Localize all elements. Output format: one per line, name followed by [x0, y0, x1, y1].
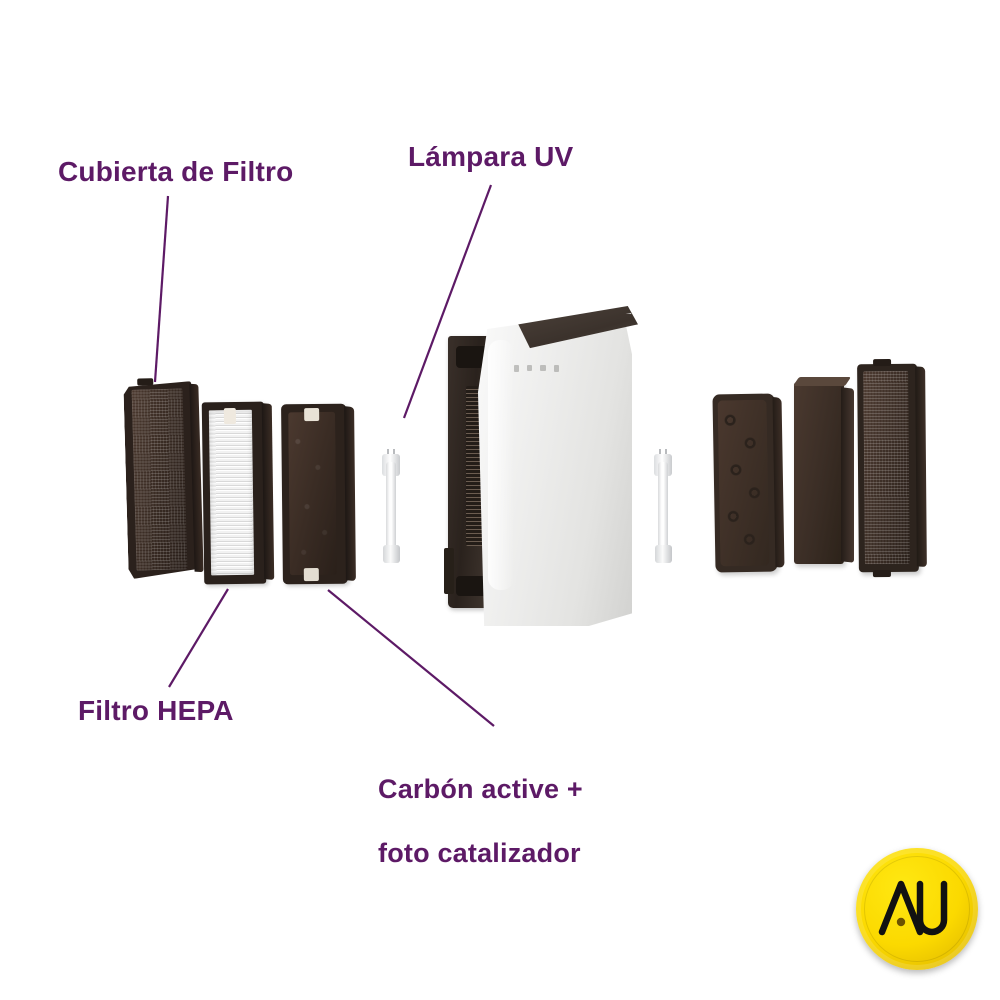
filter-cover-tab: [137, 378, 154, 386]
callout-label-carbon-line-1: Carbón active +: [378, 773, 583, 804]
right-filter-textured-edge: [772, 397, 785, 568]
uv-lamp-tube-right: [658, 462, 668, 550]
right-filter-textured-media: [717, 399, 770, 567]
right-filter-solid-edge: [841, 387, 854, 563]
leader-line-hepa: [168, 588, 229, 688]
purifier-cavity-rib: [444, 548, 454, 594]
right-filter-mesh-tab-top: [873, 358, 892, 367]
filter-cover-mesh: [131, 388, 187, 570]
callout-label-hepa-filter: Filtro HEPA: [78, 695, 234, 726]
uv-lamp-pins-left: [385, 449, 397, 456]
part-filter-cover: [123, 378, 204, 579]
filter-cover-body: [123, 381, 196, 579]
part-uv-lamp-right: [652, 448, 674, 563]
right-filter-mesh-media: [863, 370, 910, 565]
callout-label-uv-lamp: Lámpara UV: [408, 141, 574, 172]
uv-lamp-pins-right: [657, 449, 669, 456]
carbon-side-edge: [344, 406, 356, 582]
callout-label-filter-cover: Cubierta de Filtro: [58, 156, 294, 187]
hepa-side-edge: [261, 403, 275, 580]
logo-coin-ring: [864, 856, 970, 962]
right-filter-mesh-frame: [857, 363, 919, 573]
leader-line-filter-cover: [153, 195, 170, 383]
carbon-media: [288, 411, 337, 576]
right-filter-mesh-tab-bottom: [872, 569, 891, 578]
right-filter-solid-top: [792, 377, 852, 386]
part-right-filter-solid: [792, 377, 854, 564]
part-hepa-filter: [201, 401, 275, 585]
hepa-pleated-media: [208, 409, 255, 576]
brand-logo[interactable]: [856, 848, 978, 970]
uv-lamp-cap-bottom-left: [383, 545, 400, 563]
right-filter-solid-face: [794, 382, 844, 564]
callout-label-carbon-photocatalyst: Carbón active + foto catalizador: [378, 742, 583, 901]
carbon-pull-tab-top: [304, 407, 320, 422]
uv-lamp-cap-bottom-right: [655, 545, 672, 563]
control-icon-power: [514, 364, 519, 372]
control-icon-speed: [527, 365, 532, 371]
control-icon-mode: [554, 364, 559, 372]
purifier-control-panel: [514, 362, 570, 374]
purifier-shell-highlight: [488, 340, 514, 590]
uv-lamp-tube-left: [386, 462, 396, 550]
part-right-filter-mesh: [857, 358, 927, 578]
part-carbon-filter: [281, 403, 356, 585]
purifier-cavity-notch-bottom: [456, 576, 488, 596]
part-right-filter-textured: [712, 393, 785, 573]
hepa-frame: [201, 401, 267, 585]
hepa-pull-tab: [223, 407, 237, 425]
part-uv-lamp-left: [380, 448, 402, 563]
part-air-purifier-body: [444, 286, 640, 626]
purifier-front-shell: [478, 310, 632, 626]
purifier-cavity-notch-top: [456, 346, 490, 368]
control-icon-timer: [540, 365, 546, 371]
right-filter-mesh-edge: [915, 366, 927, 568]
logo-au-mark: [878, 880, 948, 936]
right-filter-textured-frame: [712, 393, 778, 573]
carbon-frame: [281, 403, 348, 585]
callout-label-carbon-line-2: foto catalizador: [378, 837, 581, 868]
carbon-pull-tab-bottom: [303, 567, 319, 582]
